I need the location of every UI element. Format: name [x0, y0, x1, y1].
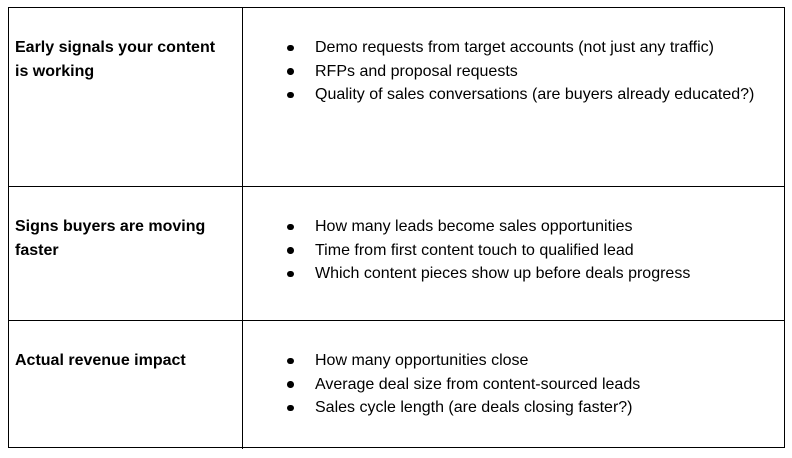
bullet-dot-icon	[287, 270, 294, 277]
bullet-item: How many opportunities close	[287, 349, 772, 373]
bullet-text: Demo requests from target accounts (not …	[315, 39, 714, 56]
bullet-list: Demo requests from target accounts (not …	[243, 36, 784, 107]
bullet-dot-icon	[287, 68, 294, 75]
bullet-dot-icon	[287, 247, 294, 254]
bullet-dot-icon	[287, 381, 294, 388]
bullet-item: Quality of sales conversations (are buye…	[287, 83, 772, 107]
bullet-dot-icon	[287, 223, 294, 230]
bullet-text: Time from first content touch to qualifi…	[315, 241, 634, 259]
bullet-text: Quality of sales conversations (are buye…	[315, 86, 755, 103]
content-metrics-table: Early signals your content is working De…	[8, 7, 785, 449]
bullet-dot-icon	[287, 91, 294, 98]
bullet-list: How many leads become sales opportunitie…	[243, 215, 784, 286]
category-label: Signs buyers are moving faster	[15, 218, 206, 259]
bullet-item: Demo requests from target accounts (not …	[287, 36, 772, 60]
category-cell-buyers-moving-faster: Signs buyers are moving faster	[9, 186, 242, 320]
category-label: Actual revenue impact	[15, 352, 186, 369]
metrics-cell-buyers-moving-faster: How many leads become sales opportunitie…	[242, 186, 784, 320]
bullet-text: Which content pieces show up before deal…	[315, 265, 691, 282]
category-label: Early signals your content is working	[15, 39, 216, 80]
bullet-text: How many leads become sales opportunitie…	[315, 218, 633, 235]
metrics-cell-early-signals: Demo requests from target accounts (not …	[242, 8, 784, 186]
bullet-dot-icon	[287, 357, 294, 364]
bullet-item: Sales cycle length (are deals closing fa…	[287, 396, 772, 420]
category-cell-revenue-impact: Actual revenue impact	[9, 320, 242, 449]
bullet-dot-icon	[287, 404, 294, 411]
metrics-cell-revenue-impact: How many opportunities close Average dea…	[242, 320, 784, 449]
bullet-list: How many opportunities close Average dea…	[243, 349, 784, 420]
bullet-item: Which content pieces show up before deal…	[287, 262, 772, 286]
bullet-text: How many opportunities close	[315, 352, 529, 369]
bullet-item: How many leads become sales opportunitie…	[287, 215, 772, 239]
bullet-item: Time from first content touch to qualifi…	[287, 239, 772, 263]
bullet-dot-icon	[287, 44, 294, 51]
bullet-item: RFPs and proposal requests	[287, 60, 772, 84]
bullet-text: Sales cycle length (are deals closing fa…	[315, 399, 633, 416]
category-cell-early-signals: Early signals your content is working	[9, 8, 242, 186]
bullet-item: Average deal size from content-sourced l…	[287, 373, 772, 397]
bullet-text: Average deal size from content-sourced l…	[315, 375, 641, 393]
bullet-text: RFPs and proposal requests	[315, 62, 518, 80]
